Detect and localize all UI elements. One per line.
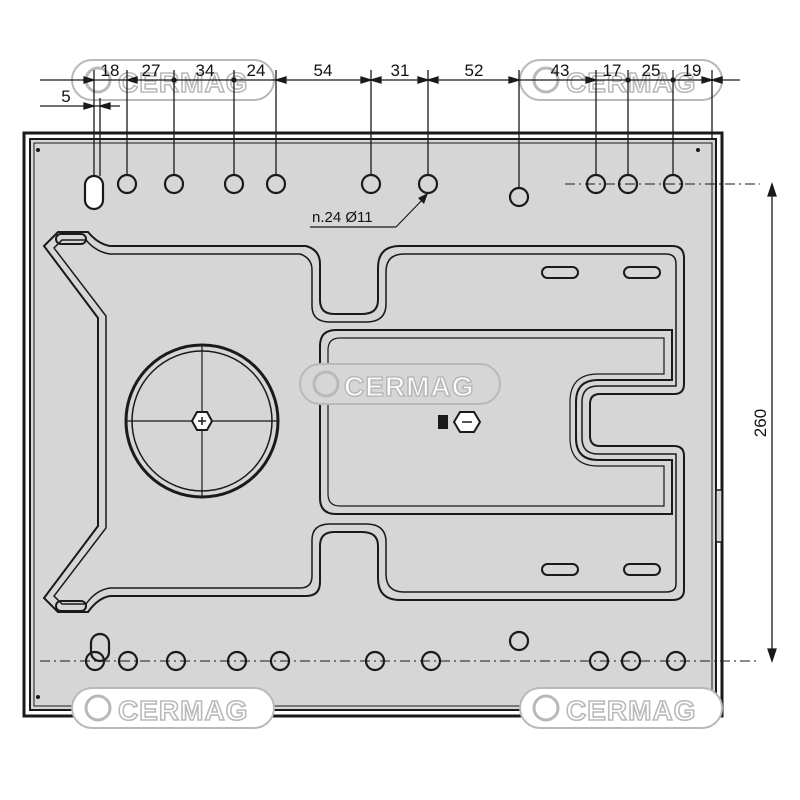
- top-dimension-chain: [40, 70, 740, 188]
- dim-5: 5: [61, 87, 70, 106]
- watermark-logo-top-left: CERMAG: [71, 59, 275, 101]
- hole-note: n.24 Ø11: [312, 209, 373, 226]
- dim-24: 24: [247, 61, 266, 80]
- dim-27: 27: [142, 61, 161, 80]
- dim-260: 260: [751, 409, 770, 437]
- dim-19: 19: [683, 61, 702, 80]
- plate: [22, 131, 760, 718]
- hole-centermarks: [40, 183, 760, 662]
- watermark-logo-bottom-left: CERMAG: [71, 687, 275, 729]
- watermark-text: CERMAG: [566, 695, 696, 726]
- watermark-logo-center: CERMAG: [299, 363, 501, 405]
- hole-callout: n.24 Ø11: [310, 193, 428, 228]
- embossed-rib: [42, 231, 685, 613]
- side-tab: [715, 489, 723, 543]
- dim-18: 18: [101, 61, 120, 80]
- dim-43: 43: [551, 61, 570, 80]
- watermark-text: CERMAG: [344, 371, 474, 402]
- circular-plate: [124, 343, 280, 499]
- center-tongue: [319, 329, 673, 515]
- dim-52: 52: [465, 61, 484, 80]
- dim-34: 34: [196, 61, 215, 80]
- watermark-logo-bottom-right: CERMAG: [519, 687, 723, 729]
- watermark-text: CERMAG: [118, 695, 248, 726]
- dim-54: 54: [314, 61, 333, 80]
- right-dimension: [767, 181, 777, 664]
- dim-25: 25: [642, 61, 661, 80]
- keyhole-slot: [83, 174, 105, 211]
- dim-17: 17: [603, 61, 622, 80]
- center-bolt: [438, 411, 482, 433]
- mounting-slots: [55, 233, 661, 612]
- top-dimension-labels: 18 27 34 24 54 31 52 43 17 25 19 5: [61, 61, 701, 106]
- watermark-text: CERMAG: [118, 67, 248, 98]
- dim-31: 31: [391, 61, 410, 80]
- plate-surface: [29, 138, 717, 711]
